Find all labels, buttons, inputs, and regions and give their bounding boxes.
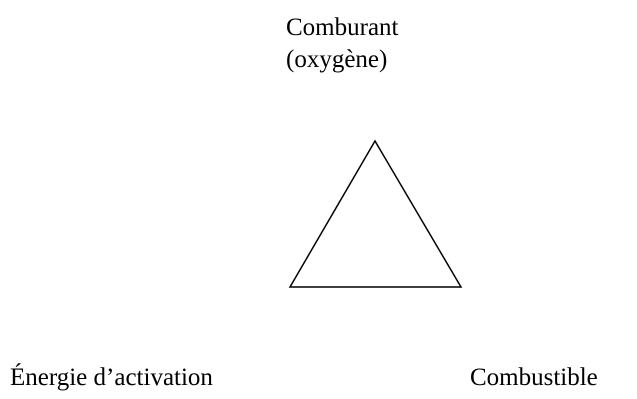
oxidizer-label-line2: (oxygène) bbox=[286, 46, 388, 73]
oxidizer-label-line1: Comburant bbox=[286, 14, 399, 41]
activation-energy-label: Énergie d’activation bbox=[10, 364, 213, 391]
fire-triangle bbox=[288, 139, 463, 288]
oxidizer-label: Comburant (oxygène) bbox=[286, 12, 399, 76]
fuel-label: Combustible bbox=[470, 364, 598, 391]
